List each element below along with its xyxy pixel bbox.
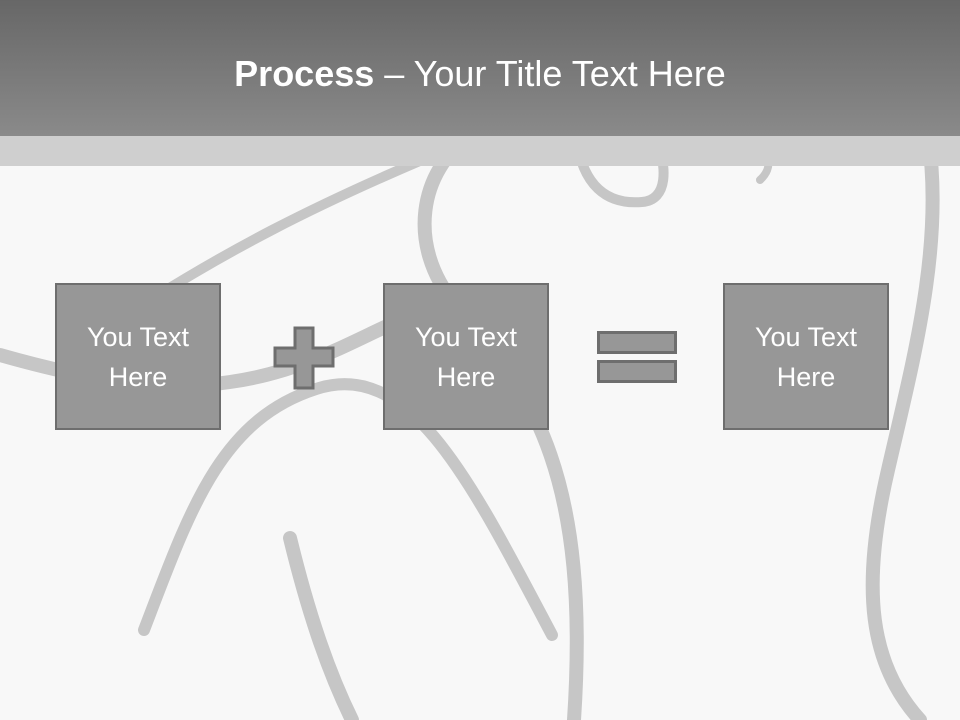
ribbon-center-arc xyxy=(138,378,558,641)
slide-title: Process – Your Title Text Here xyxy=(0,50,960,98)
title-bar-strip xyxy=(0,136,960,166)
text-box-1: You Text Here xyxy=(55,283,221,430)
text-box-2-label: You Text Here xyxy=(414,321,518,392)
text-box-3-label: You Text Here xyxy=(754,321,858,392)
title-bold: Process xyxy=(234,53,375,94)
text-box-3: You Text Here xyxy=(723,283,889,430)
ribbon-bottom-left xyxy=(283,531,359,720)
title-bar xyxy=(0,0,960,136)
text-box-1-label: You Text Here xyxy=(86,321,190,392)
plus-icon xyxy=(273,326,335,390)
ribbon-right-vertical xyxy=(865,129,940,720)
text-box-2: You Text Here xyxy=(383,283,549,430)
ribbon-upper-left xyxy=(145,155,427,305)
title-rest: – Your Title Text Here xyxy=(374,53,726,94)
equals-icon xyxy=(597,331,677,383)
